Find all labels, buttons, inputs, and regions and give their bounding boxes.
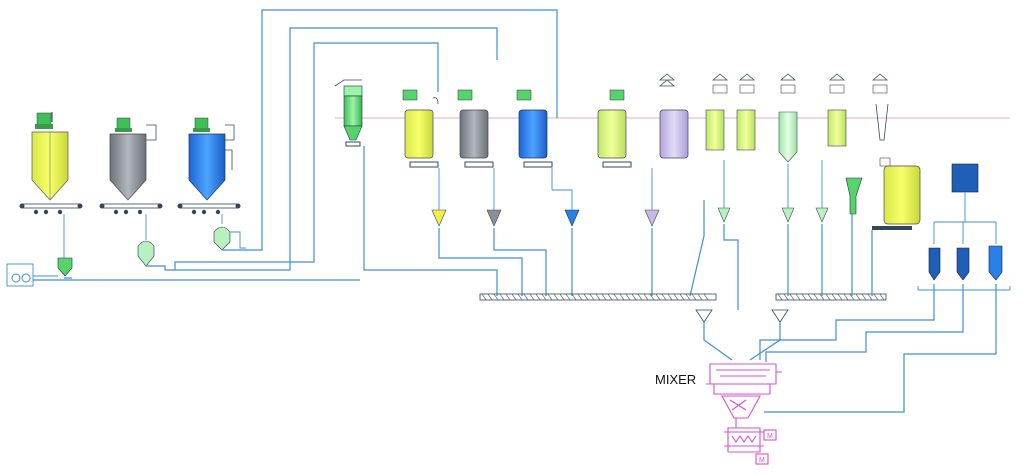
dosing-hopper-grey [486,168,502,227]
dosing-hopper-blue [551,168,580,227]
vessel-right-5 [871,73,889,141]
reactor-yellow [402,89,439,168]
screw-conveyor-1 [479,293,717,301]
blower-unit [6,263,34,287]
weigh-unit-blue-2 [956,247,970,281]
dosing-hopper-right-1 [717,160,731,223]
mixer-label: MIXER [655,372,696,387]
weigh-hopper-3 [213,214,246,251]
mixer [706,363,782,465]
weigh-unit-blue-3 [988,245,1003,281]
pneumatic-feeder [845,177,863,215]
reactor-blue [516,89,553,168]
tank-blue-right [951,163,979,222]
mixer-motor-label-2: M [759,457,765,464]
dosing-hopper-right-3 [815,160,829,223]
vessel-right-2 [736,73,756,151]
mixer-motor-label-1: M [767,433,773,440]
dosing-hopper-right-2 [781,164,795,223]
tank-yellow-right [872,157,921,230]
weigh-hopper-1 [57,214,73,277]
cyclone-filter [334,79,363,147]
silo-yellow [31,112,69,201]
silo-blue [188,117,235,201]
dosing-hopper-lavender [644,168,660,227]
vessel-right-4 [827,73,847,147]
weigh-unit-blue-1 [928,247,941,281]
reactor-lavender [658,79,689,159]
weigh-hopper-2 [137,214,155,267]
reactor-grey [457,89,494,168]
vessel-right-1 [658,73,729,151]
screw-conveyor-2 [775,293,887,301]
silo-outlets [19,203,241,215]
silo-grey [109,117,157,201]
reactor-light-green [597,89,632,168]
transfer-hopper-right [771,309,789,323]
transfer-hopper-left [695,309,713,323]
dosing-hopper-yellow [431,168,447,227]
vessel-right-3 [778,73,798,163]
